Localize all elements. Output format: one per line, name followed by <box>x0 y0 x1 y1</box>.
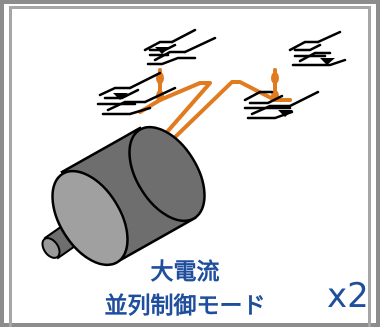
caption-line-1: 大電流 <box>150 259 220 285</box>
caption-line-2: 並列制御モード <box>104 293 266 319</box>
motor-icon <box>41 125 206 267</box>
panel-inner-border <box>9 6 371 327</box>
transistor-bridge-icon <box>96 28 217 116</box>
diode-icon <box>113 47 170 100</box>
transistor-bridge-icon-right <box>243 30 347 120</box>
multiplier-label: x2 <box>327 276 369 316</box>
diode-icon-right <box>278 58 335 117</box>
